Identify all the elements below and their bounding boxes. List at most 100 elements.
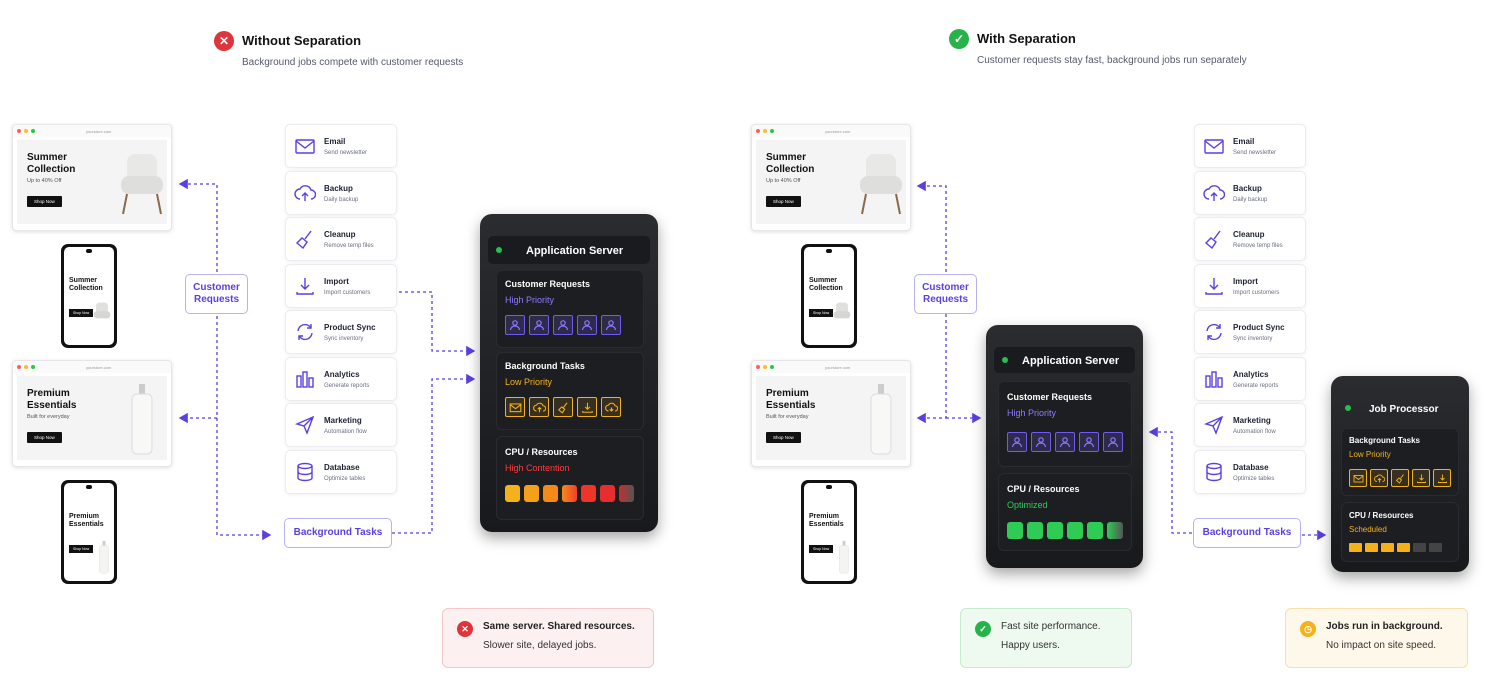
right-result-message-2: ◷ Jobs run in background. No impact on s… — [1285, 608, 1468, 668]
user-icon — [529, 315, 549, 335]
cpu-bar — [1429, 543, 1442, 552]
browser-url: yourstore.com — [825, 364, 851, 370]
sync-icon — [1206, 323, 1222, 341]
cpu-bar — [1087, 522, 1103, 539]
premium-sub: Built for everyday — [27, 414, 70, 420]
contention-label: High Contention — [505, 463, 570, 473]
panel-label: CPU / Resources — [505, 447, 578, 457]
mail-icon — [505, 397, 525, 417]
mail-icon — [295, 139, 315, 154]
server-title: Application Server — [526, 245, 624, 257]
cpu-bar — [619, 485, 634, 502]
panel-label: CPU / Resources — [1007, 484, 1080, 494]
task-name: Analytics — [1233, 370, 1269, 379]
shop-now-button-mobile[interactable]: Shop Now — [69, 545, 94, 553]
mobile-store-premium: Premium Essentials Shop Now — [801, 480, 857, 584]
armchair-image — [860, 154, 902, 215]
summer-title-mobile: Summer Collection — [69, 277, 103, 292]
armchair-image — [121, 154, 163, 215]
clock-icon: ◷ — [1300, 621, 1316, 637]
task-name: Cleanup — [324, 230, 356, 239]
mobile-store-summer: Summer Collection Shop Now — [61, 244, 117, 348]
panel-label: Customer Requests — [505, 279, 591, 289]
cloud-upload-icon — [294, 185, 316, 201]
cpu-bar — [1413, 543, 1426, 552]
user-icon — [553, 315, 573, 335]
task-name: Database — [324, 463, 360, 472]
job-processor-title: Job Processor — [1369, 404, 1439, 415]
shop-now-button-mobile[interactable]: Shop Now — [809, 309, 834, 317]
summer-title-mobile: Summer Collection — [809, 277, 843, 292]
broom-icon — [1391, 469, 1409, 487]
task-name: Backup — [1233, 184, 1262, 193]
mail-icon — [1204, 139, 1224, 154]
armchair-image — [833, 302, 851, 319]
task-desc: Optimize tables — [1233, 476, 1275, 482]
shop-now-button[interactable]: Shop Now — [27, 196, 62, 207]
user-icon — [505, 315, 525, 335]
task-desc: Daily backup — [1233, 197, 1268, 203]
mobile-store-premium: Premium Essentials Shop Now — [61, 480, 117, 584]
status-led — [496, 247, 502, 253]
cpu-bar — [1365, 543, 1378, 552]
cpu-bar — [1107, 522, 1123, 539]
sync-icon — [297, 323, 313, 341]
mobile-store-summer: Summer Collection Shop Now — [801, 244, 857, 348]
download-icon — [1412, 469, 1430, 487]
task-analytics: Analytics Generate reports — [1194, 357, 1306, 401]
task-backup: Backup Daily backup — [1194, 171, 1306, 215]
task-icons — [505, 397, 621, 417]
server-header: Application Server — [994, 347, 1135, 373]
database-icon — [297, 462, 313, 482]
left-result-message: ✕ Same server. Shared resources. Slower … — [442, 608, 654, 668]
task-desc: Sync inventory — [324, 336, 364, 342]
user-icons — [505, 315, 621, 335]
user-icon — [1007, 432, 1027, 452]
task-icons — [1349, 469, 1451, 487]
right-result-message-1: ✓ Fast site performance. Happy users. — [960, 608, 1132, 668]
task-desc: Send newsletter — [1233, 150, 1277, 156]
error-icon: ✕ — [457, 621, 473, 637]
task-product-sync: Product Sync Sync inventory — [285, 310, 397, 354]
customer-requests-tag: Customer Requests — [185, 274, 248, 314]
server-header: Application Server — [488, 236, 650, 264]
shop-now-button-mobile[interactable]: Shop Now — [69, 309, 94, 317]
message-line1: Jobs run in background. — [1326, 621, 1443, 632]
user-icon — [1055, 432, 1075, 452]
browser-url: yourstore.com — [86, 364, 112, 370]
shop-now-button-mobile[interactable]: Shop Now — [809, 545, 834, 553]
desktop-store-premium: yourstore.com Premium Essentials Built f… — [12, 360, 172, 467]
desktop-store-premium: yourstore.com Premium Essentials Built f… — [751, 360, 911, 467]
check-icon: ✓ — [975, 621, 991, 637]
task-cleanup: Cleanup Remove temp files — [1194, 217, 1306, 261]
bottle-image — [131, 384, 153, 455]
priority-label: High Priority — [505, 295, 555, 305]
task-name: Import — [1233, 277, 1258, 286]
shop-now-button[interactable]: Shop Now — [766, 432, 801, 443]
cloud-upload-icon — [1370, 469, 1388, 487]
task-name: Analytics — [324, 370, 360, 379]
left-subheading: Background jobs compete with customer re… — [242, 57, 464, 68]
right-subheading: Customer requests stay fast, background … — [977, 55, 1247, 66]
cpu-bar — [600, 485, 615, 502]
cloud-upload-icon — [529, 397, 549, 417]
browser-url: yourstore.com — [825, 128, 851, 134]
task-desc: Remove temp files — [324, 243, 374, 249]
task-database: Database Optimize tables — [1194, 450, 1306, 494]
user-icon — [601, 315, 621, 335]
summer-title: Summer Collection — [766, 152, 815, 175]
chart-icon — [1205, 371, 1223, 388]
message-line1: Same server. Shared resources. — [483, 621, 635, 632]
message-line1: Fast site performance. — [1001, 621, 1101, 632]
task-import: Import Import customers — [285, 264, 397, 308]
task-name: Cleanup — [1233, 230, 1265, 239]
user-icon — [1079, 432, 1099, 452]
shop-now-button[interactable]: Shop Now — [27, 432, 62, 443]
broom-icon — [1204, 230, 1221, 250]
cpu-bar — [1381, 543, 1394, 552]
database-icon — [1206, 462, 1222, 482]
task-name: Email — [324, 137, 346, 146]
shop-now-button[interactable]: Shop Now — [766, 196, 801, 207]
priority-label: Low Priority — [1349, 450, 1391, 459]
